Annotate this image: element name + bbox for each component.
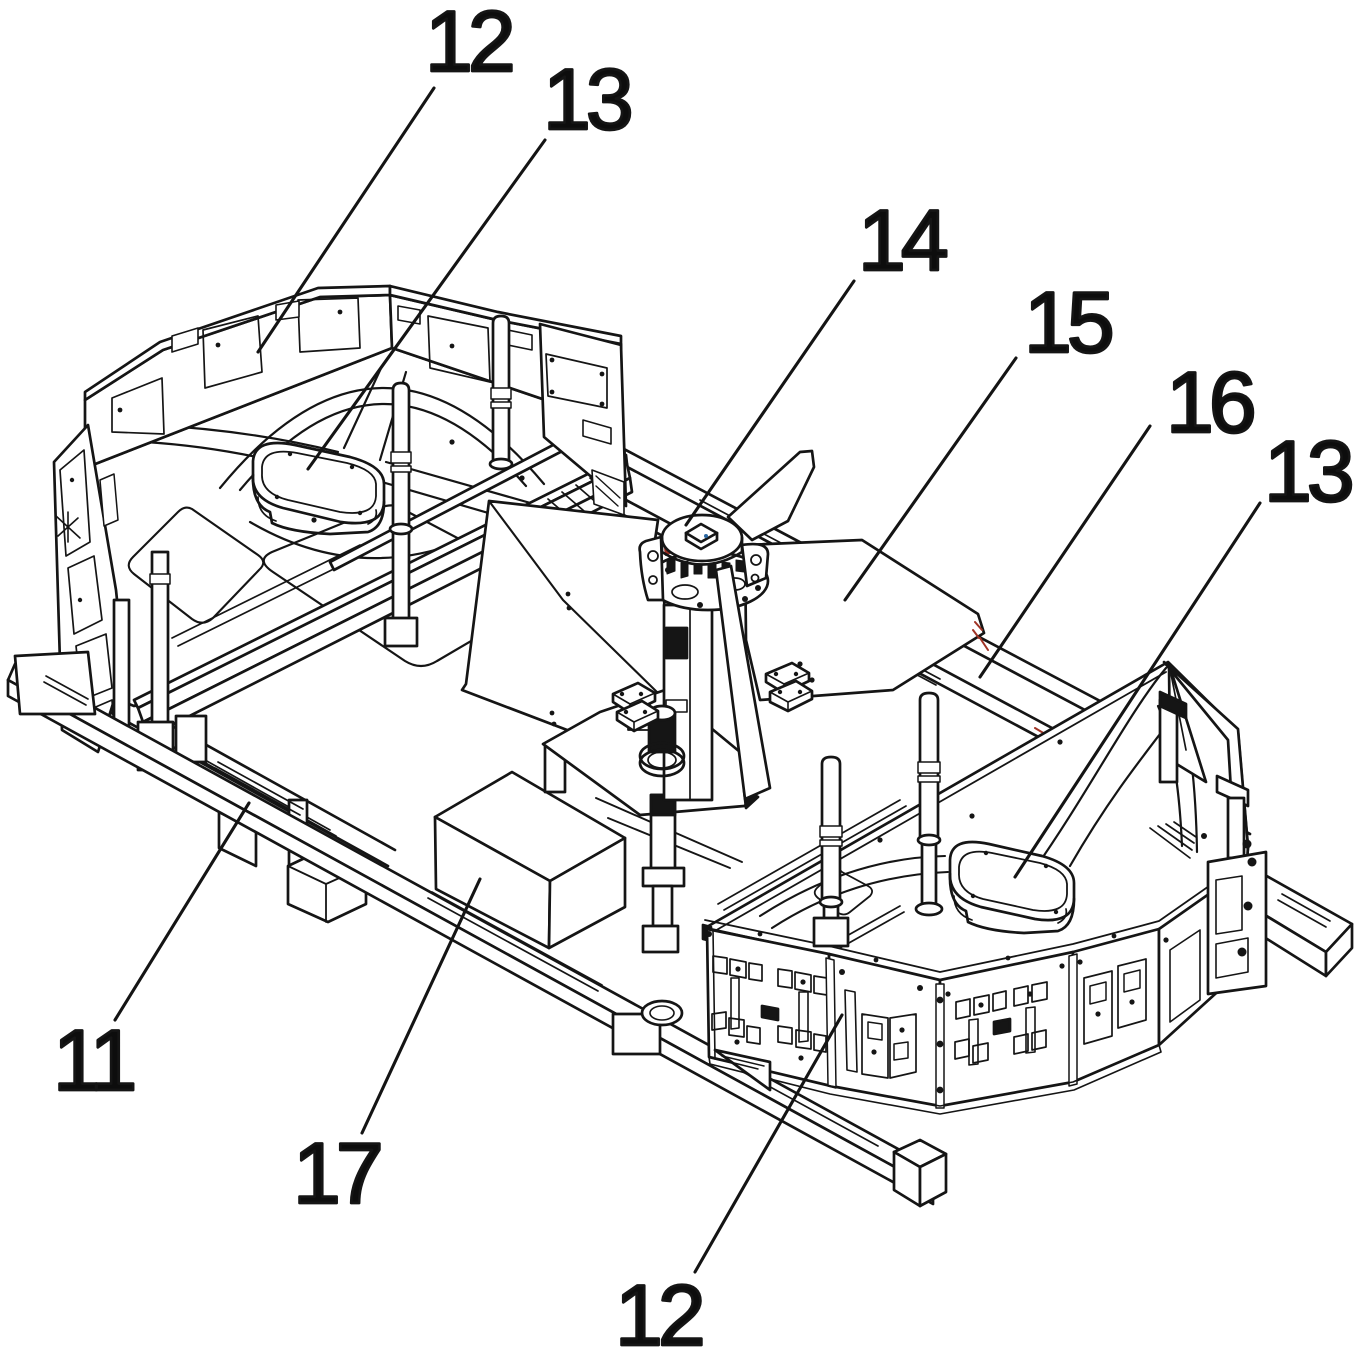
svg-text:12: 12 [425, 0, 512, 90]
svg-text:17: 17 [293, 1126, 380, 1222]
svg-text:15: 15 [1024, 275, 1112, 371]
svg-text:16: 16 [1166, 355, 1254, 451]
svg-text:13: 13 [1264, 424, 1352, 520]
svg-text:14: 14 [858, 193, 947, 289]
svg-text:12: 12 [615, 1268, 702, 1350]
svg-text:11: 11 [53, 1013, 133, 1109]
svg-text:13: 13 [543, 52, 631, 148]
